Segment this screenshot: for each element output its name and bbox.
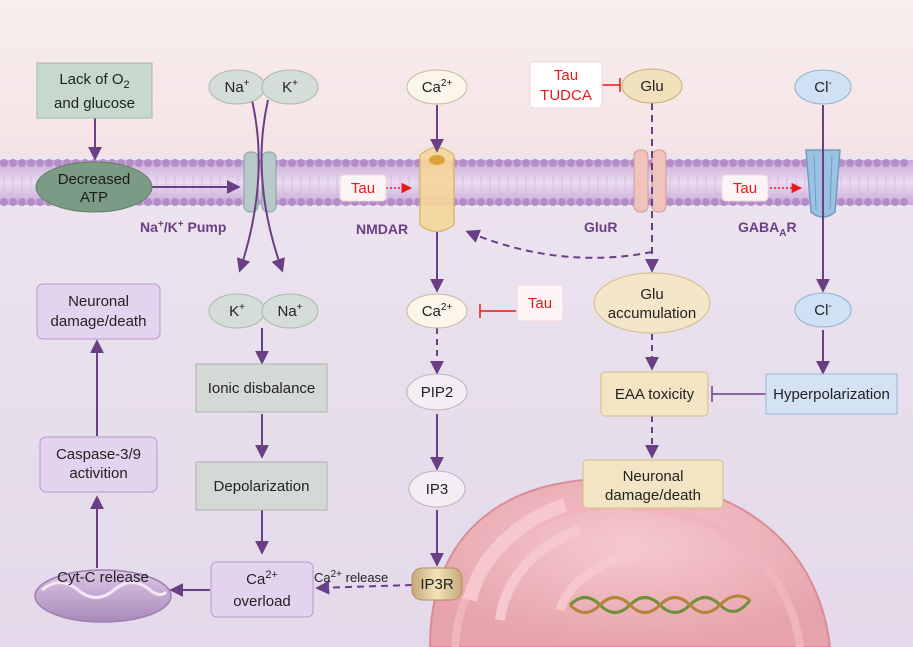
svg-text:Hyperpolarization: Hyperpolarization: [773, 386, 890, 403]
na-ion-top: Na+: [208, 69, 266, 105]
ionic-label: Ionic disbalance: [208, 380, 316, 397]
svg-text:Glu: Glu: [640, 78, 663, 95]
caspase-line1: Caspase-3/9: [56, 446, 141, 463]
svg-text:Ca2+: Ca2+: [422, 78, 453, 96]
depol-label: Depolarization: [214, 478, 310, 495]
gabaa-label: GABAAR: [738, 219, 797, 239]
hyperpolarization-box: Hyperpolarization: [765, 373, 898, 415]
ca-release-label: Ca2+ release: [314, 569, 388, 585]
svg-text:Na+: Na+: [224, 78, 249, 96]
lack-subscript: 2: [124, 79, 130, 91]
ca-overload-sup: 2+: [265, 569, 278, 581]
glu-accumulation-node: Glu accumulation: [593, 272, 711, 334]
glu-node: Glu: [621, 68, 683, 104]
cl-ion-top: Cl-: [794, 69, 852, 105]
svg-text:TUDCA: TUDCA: [540, 87, 592, 104]
svg-text:Tau: Tau: [554, 67, 578, 84]
mitochondrion-icon: [34, 569, 172, 623]
tau-tudca-badge: Tau TUDCA: [529, 61, 603, 109]
svg-text:accumulation: accumulation: [608, 305, 696, 322]
svg-text:PIP2: PIP2: [421, 384, 454, 401]
glur-channel-icon: [633, 149, 667, 213]
ip3-node: IP3: [408, 470, 466, 508]
ca-ion-top: Ca2+: [406, 69, 468, 105]
arrow-ca-release: [315, 580, 413, 595]
svg-text:Cl-: Cl-: [814, 301, 832, 319]
svg-text:Neuronal: Neuronal: [623, 468, 684, 485]
pump-label: Na+/K+ Pump: [140, 219, 226, 235]
lack-line2: and glucose: [54, 95, 135, 112]
nmdar-channel-icon: [419, 146, 455, 233]
svg-text:K+: K+: [282, 78, 298, 96]
dna-strand-icon: [568, 594, 752, 614]
svg-text:Tau: Tau: [528, 295, 552, 312]
ca-ion-mid: Ca2+: [406, 293, 468, 329]
eaa-toxicity-box: EAA toxicity: [600, 371, 709, 417]
cyt-c-release-label: Cyt-C release: [57, 569, 149, 586]
k-ion-bottom: K+: [208, 293, 266, 329]
tau-ca-badge: Tau: [516, 284, 564, 322]
svg-text:Cl-: Cl-: [814, 78, 832, 96]
nmdar-label: NMDAR: [356, 221, 408, 237]
lack-of-oxygen-box: Lack of O2 and glucose: [36, 62, 153, 119]
svg-text:Tau: Tau: [733, 180, 757, 197]
svg-text:Ca2+: Ca2+: [246, 569, 278, 588]
glur-label: GluR: [584, 219, 617, 235]
svg-text:Tau: Tau: [351, 180, 375, 197]
tau-nmdar-badge: Tau: [339, 174, 387, 202]
lack-line1: Lack of O: [59, 71, 123, 88]
ca-overload-box: Ca2+ overload: [210, 561, 314, 618]
arrow-k-in: [236, 99, 260, 273]
depolarization-box: Depolarization: [195, 461, 328, 511]
ip3r-receptor: IP3R: [411, 567, 463, 601]
svg-text:Lack of O2: Lack of O2: [59, 71, 129, 91]
neuronal-damage-left-box: Neuronal damage/death: [36, 283, 161, 340]
neuronal-left-line1: Neuronal: [68, 293, 129, 310]
tau-gaba-badge: Tau: [721, 174, 769, 202]
svg-text:IP3: IP3: [426, 481, 449, 498]
red-inhibition-lines: [386, 78, 803, 318]
svg-text:K+: K+: [229, 302, 245, 320]
svg-text:Na+: Na+: [277, 302, 302, 320]
pip2-node: PIP2: [406, 373, 468, 411]
svg-text:EAA toxicity: EAA toxicity: [615, 386, 695, 403]
inhibition-lines: [711, 386, 766, 402]
caspase-line2: activition: [69, 465, 127, 482]
ca-overload-ca: Ca: [246, 571, 266, 588]
ca-overload-line2: overload: [233, 593, 291, 610]
svg-text:damage/death: damage/death: [605, 487, 701, 504]
arrow-na-in: [260, 99, 285, 273]
cl-ion-bottom: Cl-: [794, 292, 852, 328]
caspase-box: Caspase-3/9 activition: [39, 436, 158, 493]
ionic-disbalance-box: Ionic disbalance: [195, 363, 328, 413]
svg-text:IP3R: IP3R: [420, 576, 454, 593]
na-ion-bottom: Na+: [261, 293, 319, 329]
endoplasmic-reticulum: [463, 498, 641, 621]
svg-text:Glu: Glu: [640, 286, 663, 303]
decreased-atp-node: Decreased ATP: [35, 161, 153, 213]
k-ion-top: K+: [261, 69, 319, 105]
arrows: [88, 99, 830, 597]
neuronal-damage-right-box: Neuronal damage/death: [582, 459, 724, 509]
svg-text:Ca2+: Ca2+: [422, 302, 453, 320]
neuronal-left-line2: damage/death: [51, 313, 147, 330]
atp-line2: ATP: [80, 189, 108, 206]
atp-line1: Decreased: [58, 171, 131, 188]
